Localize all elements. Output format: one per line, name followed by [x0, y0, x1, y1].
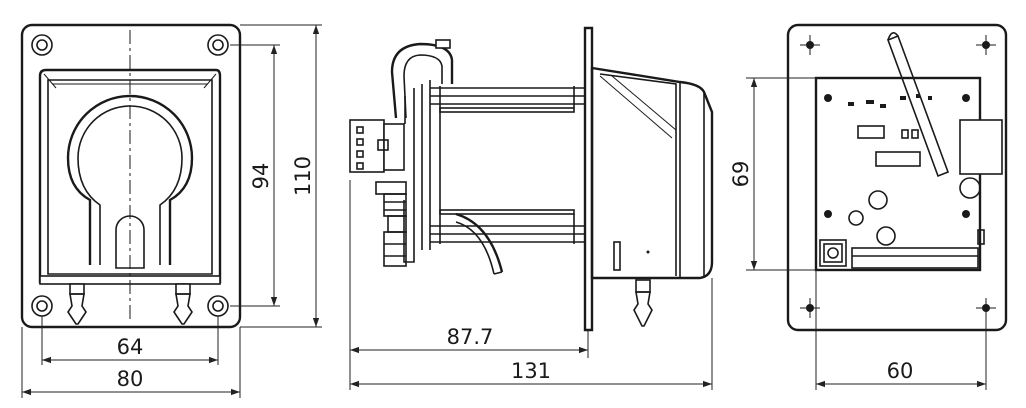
- side-motor-housing: [590, 66, 714, 280]
- front-mounting-holes: [31, 34, 229, 317]
- front-view: [20, 23, 242, 329]
- dim-label-80: 80: [117, 367, 144, 391]
- front-mounting-plate: [20, 23, 242, 329]
- dim-label-131: 131: [511, 359, 551, 383]
- side-dimensions: 87.7 131: [349, 180, 713, 390]
- dim-label-94: 94: [249, 163, 273, 190]
- side-flange-plate: [583, 26, 594, 332]
- side-connector: [349, 119, 407, 267]
- side-tube-loop: [390, 39, 454, 119]
- side-view: [349, 26, 714, 332]
- rear-diagonal-tube: [886, 34, 950, 178]
- dim-label-60: 60: [887, 359, 914, 383]
- rear-mounting-holes: [800, 35, 996, 318]
- front-dimensions: 64 80 94 110: [21, 24, 322, 398]
- dim-label-64: 64: [117, 335, 144, 359]
- side-hose-barb: [633, 279, 653, 327]
- dim-label-69: 69: [729, 161, 753, 188]
- front-tube-path: [66, 94, 194, 265]
- rear-mounting-plate: [786, 23, 1008, 332]
- front-rotor-window: [115, 215, 145, 269]
- front-pump-housing: [38, 68, 222, 284]
- dim-label-110: 110: [291, 156, 315, 196]
- side-lower-tube: [455, 212, 504, 273]
- side-pump-head: [403, 80, 585, 263]
- dim-label-87-7: 87.7: [447, 325, 494, 349]
- rear-circuit-board: [814, 76, 1003, 272]
- front-hose-barbs: [67, 283, 193, 325]
- rear-dimensions: 69 60: [729, 77, 987, 390]
- rear-view: [786, 23, 1008, 332]
